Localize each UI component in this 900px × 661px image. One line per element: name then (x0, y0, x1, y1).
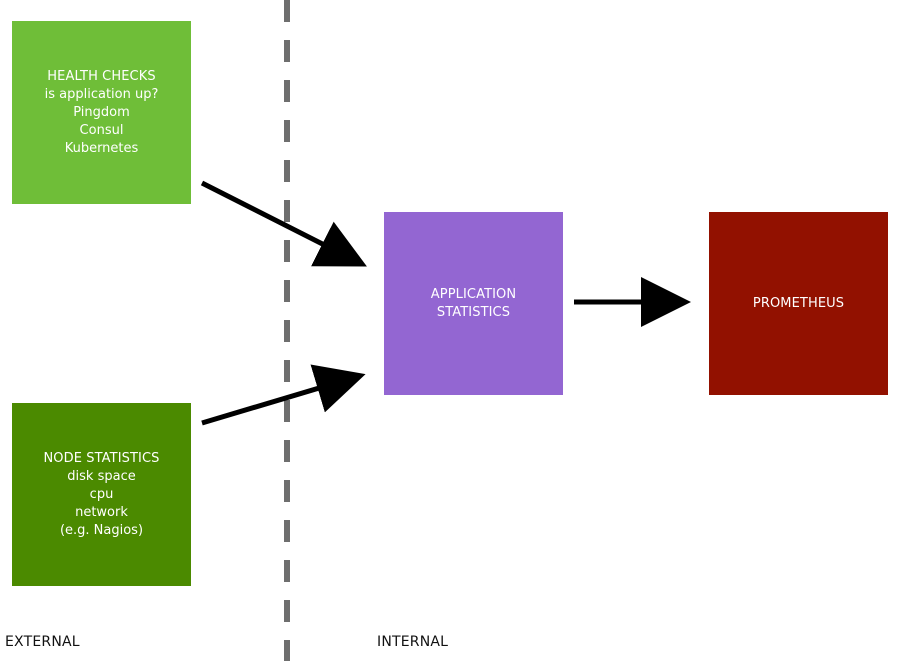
health-checks-line-3: Consul (79, 122, 124, 138)
node-statistics-line-4: (e.g. Nagios) (59, 522, 144, 538)
node-statistics-box: NODE STATISTICS disk space cpu network (… (12, 403, 191, 586)
health-checks-box: HEALTH CHECKS is application up? Pingdom… (12, 21, 191, 204)
node-statistics-line-2: cpu (89, 486, 114, 502)
arrow-node-to-application (201, 364, 366, 426)
prometheus-title: PROMETHEUS (752, 295, 845, 311)
node-statistics-line-1: disk space (67, 468, 136, 484)
health-checks-line-1: is application up? (44, 86, 159, 102)
external-zone-label: EXTERNAL (5, 634, 80, 650)
internal-zone-label: INTERNAL (377, 634, 449, 650)
health-checks-title: HEALTH CHECKS (47, 68, 156, 84)
application-statistics-title-line-2: STATISTICS (436, 304, 511, 320)
arrow-health-to-application (200, 180, 367, 267)
application-statistics-title-line-1: APPLICATION (430, 286, 517, 302)
node-statistics-line-3: network (75, 504, 128, 520)
node-statistics-title: NODE STATISTICS (43, 450, 160, 466)
health-checks-line-4: Kubernetes (64, 140, 139, 156)
health-checks-line-2: Pingdom (73, 104, 130, 120)
application-statistics-box: APPLICATION STATISTICS (384, 212, 563, 395)
prometheus-box: PROMETHEUS (709, 212, 888, 395)
